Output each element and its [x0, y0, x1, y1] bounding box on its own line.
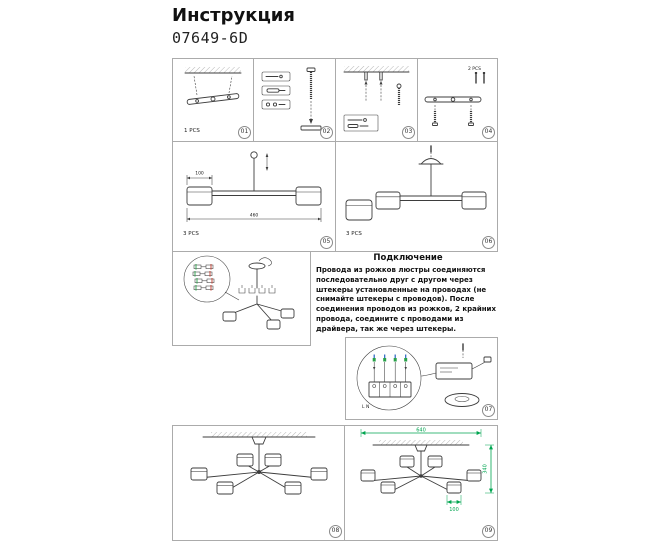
ceiling-hatch: [184, 67, 242, 74]
page-title: Инструкция: [172, 5, 295, 26]
step-05-drawing: 460 100 3 PCS: [183, 151, 322, 237]
step-02-drawing: [261, 67, 322, 131]
step-09-panel: 640: [344, 425, 498, 541]
step-number: 04: [482, 126, 495, 139]
dimension-height: 340: [483, 444, 494, 494]
shade-right: [295, 186, 322, 206]
shade-left: [186, 186, 213, 206]
qty-label: 3 PCS: [346, 231, 362, 237]
dimension-width: 640: [360, 428, 482, 437]
qty-label: 1 PCS: [184, 128, 200, 134]
step-01-drawing: 1 PCS: [184, 67, 242, 134]
assembled-chandelier: [190, 436, 328, 495]
step-04-drawing: 2 PCS: [424, 66, 486, 126]
hardware-box: [343, 114, 379, 132]
step-number: 06: [482, 236, 495, 249]
dim-height-label: 340: [483, 464, 489, 474]
step-02-panel: 02: [253, 58, 336, 142]
connection-heading: Подключение: [373, 253, 443, 263]
canopy-disc: [444, 343, 480, 407]
suspension-screw: [300, 67, 322, 131]
screw: [396, 83, 402, 105]
mounting-bar: [424, 96, 482, 103]
connection-note: Подключение Провода из рожков люстры сое…: [316, 253, 500, 335]
magnifier-circle: [356, 345, 422, 411]
step-06-drawing: 3 PCS: [345, 145, 487, 237]
step-07-drawing: L N: [356, 343, 492, 411]
arm-bar: [199, 190, 309, 196]
step-number: 08: [329, 525, 342, 538]
screws: [432, 105, 474, 126]
step-number: 05: [320, 236, 333, 249]
wiring-detail-drawing: [183, 255, 295, 330]
step-08-drawing: [190, 432, 328, 495]
model-number: 07649-6D: [172, 29, 249, 47]
step-01-panel: 1 PCS 01: [172, 58, 254, 142]
adjust-arrow: [265, 153, 269, 171]
dimension-width: 460: [186, 208, 322, 222]
mounting-bracket: [186, 93, 240, 105]
ceiling-hatch: [343, 66, 410, 73]
assembled-chandelier: [360, 444, 482, 494]
ceiling-hatch: [202, 432, 316, 438]
wires: [372, 354, 408, 382]
terminal-block: [368, 381, 412, 398]
ceiling-hatch: [372, 440, 470, 446]
step-06-panel: 3 PCS 06: [335, 141, 498, 252]
dimension-shade: 100: [186, 171, 213, 185]
step-05-panel: 460 100 3 PCS 05: [172, 141, 336, 252]
magnifier-circle: [183, 255, 231, 303]
dim-shade-label: 100: [449, 507, 459, 513]
wall-anchors: [364, 71, 383, 101]
step-number: 07: [482, 404, 495, 417]
step-07-panel: L N 07: [345, 337, 498, 420]
dimension-shade: 100: [446, 495, 462, 513]
step-03-drawing: [343, 66, 410, 132]
step-03-panel: 03: [335, 58, 418, 142]
step-number: 03: [402, 126, 415, 139]
terminal-labels: L N: [362, 404, 369, 410]
step-09-drawing: 640: [360, 428, 494, 513]
chandelier-sketch: [222, 257, 295, 330]
connector-plugs: [192, 264, 215, 291]
hanging-loop: [250, 151, 258, 159]
wiring-detail-panel: [172, 251, 311, 346]
step-08-panel: 08: [172, 425, 345, 541]
step-number: 09: [482, 525, 495, 538]
driver-box: [420, 356, 492, 380]
step-04-panel: 2 PCS 04: [417, 58, 498, 142]
dim-shade-label: 100: [195, 171, 204, 177]
pins: [474, 72, 486, 84]
spare-shade: [345, 199, 373, 221]
qty-label: 2 PCS: [468, 66, 481, 72]
step-number: 02: [320, 126, 333, 139]
canopy-assembly: [375, 145, 487, 210]
dim-width-label: 640: [416, 428, 426, 434]
hardware-kit: [261, 71, 291, 110]
connection-body: Провода из рожков люстры соединяются пос…: [316, 266, 496, 333]
qty-label: 3 PCS: [183, 231, 199, 237]
step-number: 01: [238, 126, 251, 139]
dim-width-label: 460: [250, 213, 259, 219]
